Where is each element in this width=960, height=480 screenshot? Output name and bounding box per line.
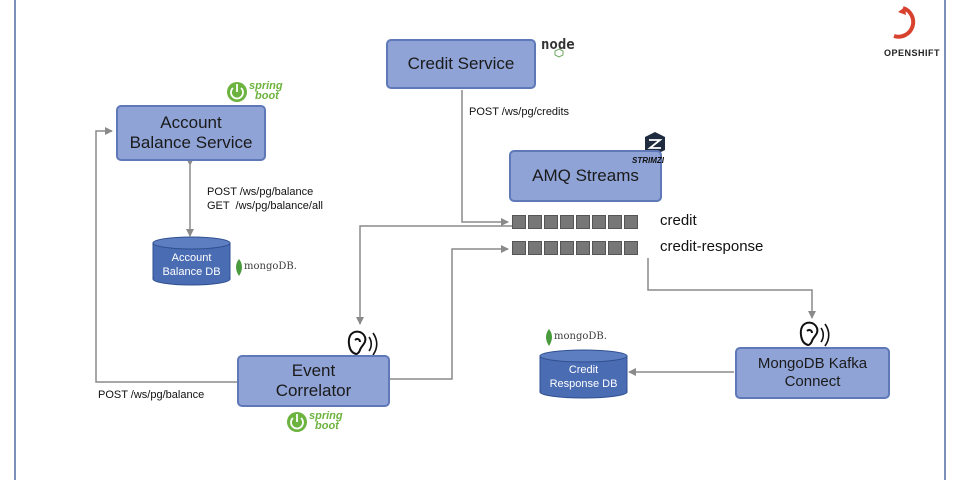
- mongodb-logo-text-account: mongoDB.: [244, 261, 297, 272]
- credit-response-db-label: Credit Response DB: [541, 363, 626, 392]
- queue-cell: [608, 215, 622, 229]
- frame-left-border: [14, 0, 16, 480]
- get-balance-all-label: GET /ws/pg/balance/all: [207, 200, 323, 212]
- account-balance-service-label-line1: Account: [160, 112, 222, 132]
- queue-cell: [544, 241, 558, 255]
- boot-logo-text: boot: [255, 90, 279, 102]
- spring-power-icon-bottom: [287, 412, 307, 432]
- account-balance-db-label-line1: Account: [171, 252, 212, 264]
- ear-icon-kafka-connect: [799, 321, 830, 347]
- mongodb-kafka-connect-label-line2: Connect: [784, 373, 841, 390]
- strimzi-icon: [645, 132, 665, 155]
- queue-cell: [624, 215, 638, 229]
- queue-cell: [512, 215, 526, 229]
- account-balance-db-cylinder: [152, 236, 231, 286]
- mongodb-kafka-connect-label-line1: MongoDB Kafka: [757, 355, 868, 373]
- event-correlator-label-line1: Event: [291, 360, 336, 380]
- spring-boot-logo-bottom: spring boot: [309, 410, 343, 432]
- credit-response-topic-label: credit-response: [660, 238, 764, 255]
- credit-response-topic-queue: [512, 241, 638, 255]
- strimzi-logo-text: STRIMZI: [632, 156, 664, 165]
- edge-event-correlator-to-account-balance: [95, 127, 238, 383]
- post-balance-top-label: POST /ws/pg/balance: [207, 186, 314, 198]
- amq-streams-label: AMQ Streams: [532, 165, 639, 185]
- credit-service-label: Credit Service: [407, 53, 515, 73]
- queue-cell: [592, 241, 606, 255]
- account-balance-service-box[interactable]: Account Balance Service: [116, 105, 266, 161]
- mongodb-leaf-icon-account: [236, 259, 242, 276]
- spring-boot-logo-top: spring boot: [249, 80, 283, 102]
- credit-topic-label: credit: [660, 212, 697, 229]
- spring-power-icon-top: [227, 82, 247, 102]
- post-credits-label: POST /ws/pg/credits: [469, 106, 570, 118]
- spring-logo-text: spring: [249, 80, 283, 92]
- node-hex-icon: [554, 48, 564, 58]
- credit-service-box[interactable]: Credit Service: [386, 39, 536, 89]
- mongodb-kafka-connect-box[interactable]: MongoDB Kafka Connect: [735, 347, 890, 399]
- credit-response-db-cylinder: [539, 349, 628, 399]
- queue-cell: [608, 241, 622, 255]
- queue-cell: [512, 241, 526, 255]
- mongodb-logo-text-credit: mongoDB.: [554, 331, 607, 342]
- frame-right-border: [944, 0, 946, 480]
- edge-event-correlator-to-credit-response-topic: [390, 245, 509, 380]
- queue-cell: [576, 215, 590, 229]
- ear-icon-event-correlator: [347, 330, 378, 356]
- account-balance-service-label-line2: Balance Service: [129, 133, 253, 152]
- credit-topic-queue: [512, 215, 638, 229]
- openshift-logo-text: OPENSHIFT: [884, 48, 941, 58]
- node-logo-text: node: [541, 37, 575, 53]
- event-correlator-label-line2: Correlator: [275, 381, 352, 400]
- queue-cell: [544, 215, 558, 229]
- amq-streams-box[interactable]: AMQ Streams: [509, 150, 662, 202]
- queue-cell: [528, 241, 542, 255]
- queue-cell: [528, 215, 542, 229]
- queue-cell: [592, 215, 606, 229]
- queue-cell: [576, 241, 590, 255]
- spring-logo-text: spring: [309, 410, 343, 422]
- queue-cell: [624, 241, 638, 255]
- queue-cell: [560, 215, 574, 229]
- mongodb-leaf-icon-credit: [546, 329, 552, 346]
- boot-logo-text: boot: [315, 420, 339, 432]
- credit-response-db-label-line1: Credit: [568, 364, 599, 376]
- credit-response-db-label-line2: Response DB: [549, 378, 618, 391]
- queue-cell: [560, 241, 574, 255]
- edge-credit-service-to-credit-topic: [461, 90, 509, 226]
- edge-credit-topic-to-event-correlator: [356, 225, 512, 325]
- post-balance-bottom-label: POST /ws/pg/balance: [98, 389, 205, 401]
- edge-credit-response-to-kafka-connect: [647, 258, 816, 319]
- account-balance-db-label: Account Balance DB: [154, 251, 229, 280]
- openshift-logo-icon: [893, 6, 916, 39]
- account-balance-db-label-line2: Balance DB: [162, 266, 221, 279]
- event-correlator-box[interactable]: Event Correlator: [237, 355, 390, 407]
